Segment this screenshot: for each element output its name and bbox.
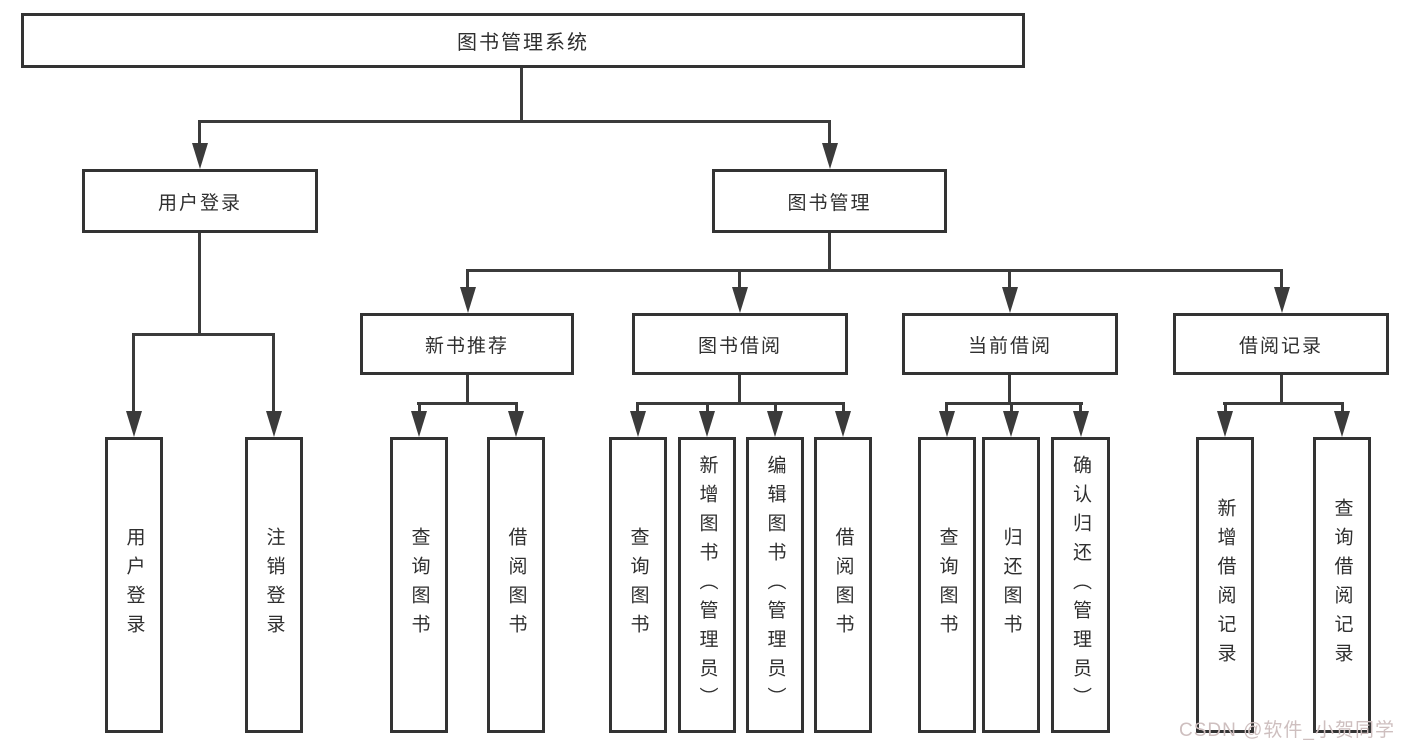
- node-label: 注销登录: [263, 527, 285, 643]
- connector-line: [738, 269, 741, 291]
- node-label: 查询图书: [627, 527, 649, 643]
- node-label: 查询图书: [408, 527, 430, 643]
- connector-line: [1224, 402, 1227, 415]
- arrowhead-down-icon: [1334, 411, 1350, 437]
- node-label: 确认归还（管理员）: [1070, 454, 1091, 716]
- node-label: 借阅记录: [1238, 335, 1323, 357]
- connector-line: [198, 120, 201, 146]
- connector-line: [636, 402, 639, 415]
- connector-line: [466, 374, 469, 405]
- arrowhead-down-icon: [126, 411, 142, 437]
- arrowhead-down-icon: [732, 287, 748, 313]
- arrowhead-down-icon: [1002, 287, 1018, 313]
- node-current-borrow: 当前借阅: [902, 313, 1118, 375]
- arrowhead-down-icon: [1217, 411, 1233, 437]
- arrowhead-down-icon: [460, 287, 476, 313]
- connector-line: [1008, 374, 1011, 405]
- connector-line: [842, 402, 845, 415]
- arrowhead-down-icon: [835, 411, 851, 437]
- connector-line: [706, 402, 709, 415]
- leaf-add-borrow-record: 新增借阅记录: [1196, 437, 1254, 733]
- arrowhead-down-icon: [1003, 411, 1019, 437]
- node-library-management-system: 图书管理系统: [21, 13, 1025, 68]
- node-label: 借阅图书: [832, 527, 854, 643]
- node-label: 图书管理: [787, 192, 872, 214]
- leaf-current-query-book: 查询图书: [918, 437, 976, 733]
- connector-line: [828, 232, 831, 272]
- node-label: 用户登录: [123, 527, 145, 643]
- node-new-book-recommend: 新书推荐: [360, 313, 574, 375]
- leaf-edit-book-admin: 编辑图书（管理员）: [746, 437, 804, 733]
- leaf-borrow-query-book: 查询图书: [609, 437, 667, 733]
- node-label: 新增借阅记录: [1214, 498, 1236, 672]
- leaf-recommend-borrow-book: 借阅图书: [487, 437, 545, 733]
- node-label: 新书推荐: [424, 335, 509, 357]
- node-label: 用户登录: [157, 192, 242, 214]
- node-label: 图书借阅: [697, 335, 782, 357]
- node-book-management: 图书管理: [712, 169, 947, 233]
- connector-line: [466, 269, 1283, 272]
- node-book-borrow: 图书借阅: [632, 313, 848, 375]
- connector-line: [1280, 269, 1283, 291]
- connector-line: [945, 402, 1083, 405]
- node-user-login: 用户登录: [82, 169, 318, 233]
- connector-line: [1079, 402, 1082, 415]
- connector-line: [1223, 402, 1344, 405]
- arrowhead-down-icon: [1274, 287, 1290, 313]
- leaf-return-book: 归还图书: [982, 437, 1040, 733]
- arrowhead-down-icon: [767, 411, 783, 437]
- leaf-query-borrow-record: 查询借阅记录: [1313, 437, 1371, 733]
- leaf-logout: 注销登录: [245, 437, 303, 733]
- connector-line: [515, 402, 518, 415]
- node-label: 当前借阅: [967, 335, 1052, 357]
- leaf-recommend-query-book: 查询图书: [390, 437, 448, 733]
- connector-line: [272, 333, 275, 413]
- arrowhead-down-icon: [630, 411, 646, 437]
- connector-line: [945, 402, 948, 415]
- connector-line: [738, 374, 741, 405]
- node-label: 查询借阅记录: [1331, 498, 1353, 672]
- connector-line: [636, 402, 845, 405]
- leaf-add-book-admin: 新增图书（管理员）: [678, 437, 736, 733]
- node-label: 查询图书: [936, 527, 958, 643]
- connector-line: [198, 120, 831, 123]
- node-label: 图书管理系统: [457, 32, 589, 54]
- connector-line: [198, 231, 201, 336]
- arrowhead-down-icon: [411, 411, 427, 437]
- node-label: 编辑图书（管理员）: [764, 454, 786, 716]
- arrowhead-down-icon: [192, 143, 208, 169]
- node-borrow-record: 借阅记录: [1173, 313, 1389, 375]
- connector-line: [520, 68, 523, 123]
- arrowhead-down-icon: [266, 411, 282, 437]
- node-label: 新增图书（管理员）: [696, 454, 718, 716]
- arrowhead-down-icon: [1073, 411, 1089, 437]
- connector-line: [1010, 402, 1013, 415]
- connector-line: [466, 269, 469, 291]
- leaf-confirm-return-admin: 确认归还（管理员）: [1051, 437, 1110, 733]
- arrowhead-down-icon: [508, 411, 524, 437]
- node-label: 归还图书: [1000, 527, 1022, 643]
- connector-line: [132, 333, 275, 336]
- connector-line: [132, 333, 135, 413]
- arrowhead-down-icon: [939, 411, 955, 437]
- connector-line: [418, 402, 421, 415]
- csdn-watermark: CSDN @软件_小贺同学: [1179, 720, 1395, 741]
- leaf-user-login: 用户登录: [105, 437, 163, 733]
- node-label: 借阅图书: [505, 527, 527, 643]
- arrowhead-down-icon: [822, 143, 838, 169]
- connector-line: [417, 402, 518, 405]
- leaf-borrow-book: 借阅图书: [814, 437, 872, 733]
- connector-line: [1008, 269, 1011, 291]
- connector-line: [774, 402, 777, 415]
- connector-line: [828, 120, 831, 146]
- connector-line: [1341, 402, 1344, 415]
- arrowhead-down-icon: [699, 411, 715, 437]
- connector-line: [1280, 374, 1283, 405]
